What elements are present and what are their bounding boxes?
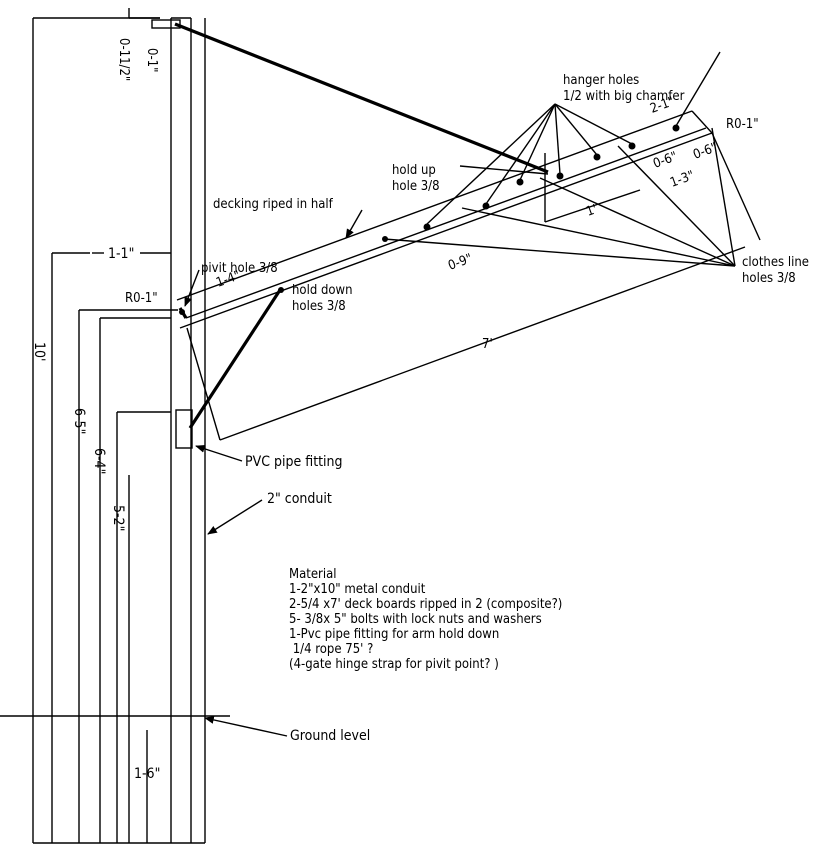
material-item: 1-2"x10" metal conduit	[289, 582, 426, 597]
decking-leader	[345, 209, 363, 239]
dim-1: 1'	[584, 202, 599, 220]
material-item: 5- 3/8x 5" bolts with lock nuts and wash…	[289, 612, 542, 627]
conduit-leader	[207, 499, 263, 535]
material-item: (4-gate hinge strap for pivit point? )	[289, 657, 499, 672]
dim-0-1: 0-1"	[144, 48, 159, 72]
inner-lines	[51, 252, 178, 843]
conduit-label: 2" conduit	[267, 491, 332, 507]
arm-board	[176, 110, 761, 441]
dim-0-1-half: 0-11/2"	[116, 38, 131, 81]
dim-7: 7'	[482, 337, 493, 352]
material-item: 2-5/4 x7' deck boards ripped in 2 (compo…	[289, 597, 562, 612]
material-list: Material 1-2"x10" metal conduit 2-5/4 x7…	[289, 567, 562, 672]
hold-up-label-2: hole 3/8	[392, 179, 440, 194]
ground-leader	[204, 716, 288, 737]
dim-r01-left: R0-1"	[125, 291, 158, 306]
dim-10: 10'	[31, 342, 47, 361]
brace-line	[188, 289, 282, 429]
hanger-leaders	[426, 51, 721, 225]
clothes-line-label-1: clothes line	[742, 255, 809, 270]
dim-6-4: 6-4"	[91, 448, 107, 474]
pvc-fitting-shape	[175, 409, 193, 449]
ground-level-label: Ground level	[290, 728, 370, 744]
pvc-fitting-leader	[195, 445, 243, 462]
dim-0-6a: 0-6"	[651, 149, 679, 171]
decking-label: decking riped in half	[213, 197, 334, 212]
hanger-holes-label-1: hanger holes	[563, 73, 639, 88]
dim-r01-right: R0-1"	[726, 117, 759, 132]
pvc-fitting-label: PVC pipe fitting	[245, 454, 343, 470]
top-guy-line	[174, 22, 549, 174]
clothes-line-label-2: holes 3/8	[742, 271, 796, 286]
material-title: Material	[289, 567, 337, 582]
dim-1-1: 1-1"	[108, 246, 134, 262]
clothes-line-leaders	[383, 127, 736, 267]
hold-up-label-1: hold up	[392, 163, 436, 178]
pivit-hole-label: pivit hole 3/8	[201, 261, 278, 276]
conduit-post	[170, 17, 192, 843]
dim-5-2: 5-2"	[110, 505, 126, 531]
dim-1-3: 1-3"	[668, 168, 696, 190]
hold-down-label-2: holes 3/8	[292, 299, 346, 314]
hold-up-leader	[459, 165, 549, 175]
hanger-holes-label-2: 1/2 with big chamfer	[563, 89, 685, 104]
hold-down-label-1: hold down	[292, 283, 353, 298]
pivit-hole-leader	[184, 269, 200, 307]
dim-1-6: 1-6"	[134, 766, 160, 782]
dim-0-9: 0-9"	[446, 251, 474, 273]
top-detail	[128, 8, 181, 29]
material-item: 1/4 rope 75' ?	[289, 642, 373, 657]
dim-6-5: 6-5"	[71, 408, 87, 434]
holes	[179, 124, 680, 315]
material-item: 1-Pvc pipe fitting for arm hold down	[289, 627, 499, 642]
conduit-outline	[32, 17, 206, 844]
